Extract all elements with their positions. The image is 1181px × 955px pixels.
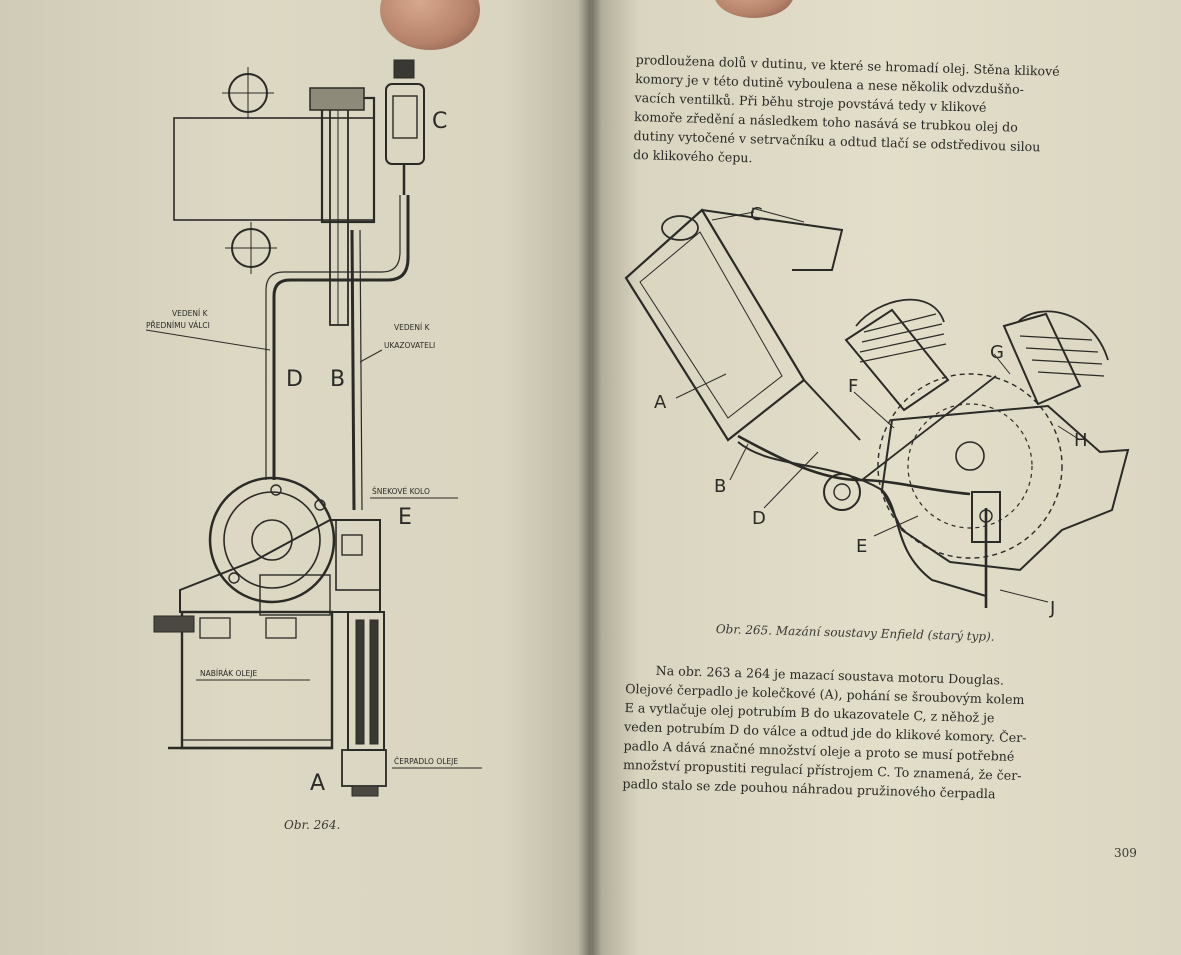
label-c: C bbox=[432, 109, 447, 134]
pump-column bbox=[347, 611, 385, 751]
feed-pipe bbox=[737, 434, 971, 496]
label-d: D bbox=[752, 508, 766, 529]
pipe-d bbox=[272, 195, 410, 480]
label-c: C bbox=[750, 204, 763, 225]
left-page: C D B E A VEDENÍ K PŘEDNÍMU VÁLCI VEDENÍ… bbox=[0, 0, 592, 955]
label-a: A bbox=[654, 392, 667, 413]
front-cylinder bbox=[844, 298, 950, 412]
label-e: E bbox=[398, 505, 412, 530]
label-b: B bbox=[330, 367, 345, 392]
gear-wheel bbox=[208, 476, 336, 604]
label-h: H bbox=[1074, 430, 1088, 451]
rear-cylinder bbox=[1002, 310, 1109, 406]
figure-caption-264: Obr. 264. bbox=[284, 818, 341, 832]
finger-top-right bbox=[714, 0, 794, 18]
cylinder-outline bbox=[173, 117, 375, 221]
top-paragraph: prodloužena dolů v dutinu, ve které se h… bbox=[633, 50, 1122, 178]
flywheel bbox=[877, 373, 1063, 559]
label-d: D bbox=[286, 367, 303, 392]
annotation-cerpadlo-oleje: ČERPADLO OLEJE bbox=[394, 757, 458, 766]
bottom-paragraph: Na obr. 263 a 264 je mazací soustava mot… bbox=[622, 660, 1136, 807]
oil-tank bbox=[624, 208, 806, 442]
label-e: E bbox=[856, 536, 867, 557]
label-b: B bbox=[714, 476, 726, 497]
right-page: prodloužena dolů v dutinu, ve které se h… bbox=[592, 0, 1181, 955]
annotation-snekove-kolo: ŠNEKOVÉ KOLO bbox=[372, 487, 430, 496]
label-a: A bbox=[310, 771, 325, 796]
annotation-vedeni-ukazovateli-2: UKAZOVATELI bbox=[384, 341, 435, 350]
oil-pump bbox=[971, 491, 1001, 543]
figure-265-enfield-lubrication-diagram: C G A F H B D E J bbox=[624, 204, 1130, 619]
pipe-b bbox=[350, 229, 356, 511]
annotation-vedeni-ukazovateli-1: VEDENÍ K bbox=[394, 323, 431, 332]
page-number: 309 bbox=[1114, 846, 1137, 860]
book-gutter bbox=[578, 0, 602, 955]
figure-264-douglas-lubrication-diagram: C D B E A VEDENÍ K PŘEDNÍMU VÁLCI VEDENÍ… bbox=[145, 59, 482, 797]
label-g: G bbox=[990, 342, 1004, 363]
annotation-vedeni-valci-2: PŘEDNÍMU VÁLCI bbox=[146, 321, 210, 330]
annotation-vedeni-valci-1: VEDENÍ K bbox=[172, 309, 209, 318]
annotation-naberak-oleje: NABÍRÁK OLEJE bbox=[200, 669, 257, 678]
label-f: F bbox=[848, 376, 858, 397]
label-j: J bbox=[1049, 598, 1055, 619]
